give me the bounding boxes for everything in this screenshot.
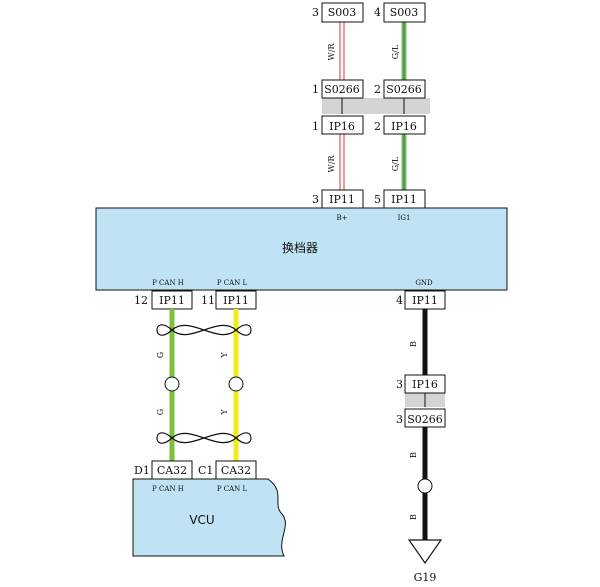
connector-ip11-11: 11 IP11 <box>201 290 257 310</box>
shifter-title: 换档器 <box>282 241 318 255</box>
wire-label-g: G <box>156 409 165 415</box>
vcu-title: VCU <box>189 513 214 527</box>
connector-name: IP11 <box>223 294 249 307</box>
connector-name: S003 <box>390 6 419 19</box>
pin-label-ig1: IG1 <box>398 214 411 222</box>
connector-ca32-c1: C1 CA32 <box>198 460 257 480</box>
splice-band <box>322 98 430 114</box>
connector-ip16-2: 2 IP16 <box>374 115 426 135</box>
pin-label-p-can-h: P CAN H <box>152 485 184 493</box>
twisted-pair-marker <box>156 324 252 336</box>
wire-label-w-r: W/R <box>327 43 336 61</box>
connector-s003-3: 3 S003 <box>312 2 364 23</box>
connector-s003-4: 4 S003 <box>374 2 426 23</box>
connector-ca32-d1: D1 CA32 <box>134 460 193 480</box>
connector-name: IP11 <box>391 193 417 206</box>
connector-name: S003 <box>328 6 357 19</box>
pin-label-p-can-l: P CAN L <box>217 279 248 287</box>
pin-number: 12 <box>134 294 148 307</box>
connector-name: CA32 <box>157 464 187 477</box>
pin-number: C1 <box>198 464 213 477</box>
connector-name: IP16 <box>412 378 438 391</box>
pin-label-b-plus: B+ <box>336 214 347 222</box>
wire-label-g-l: G/L <box>391 156 400 171</box>
pin-number: 2 <box>374 83 381 96</box>
connector-name: IP16 <box>391 120 417 133</box>
pin-number: 3 <box>312 193 319 206</box>
wire-label-g: G <box>156 352 165 358</box>
wire-label-w-r: W/R <box>327 155 336 173</box>
connector-s0266-1: 1 S0266 <box>312 79 364 99</box>
connector-ip16-1: 1 IP16 <box>312 115 364 135</box>
connector-ip11-5: 5 IP11 <box>374 189 426 209</box>
pin-number: 1 <box>312 83 319 96</box>
wire-label-y: Y <box>220 352 229 359</box>
connector-name: IP16 <box>329 120 355 133</box>
inline-connector <box>417 478 433 494</box>
connector-ip11-12: 12 IP11 <box>134 290 193 310</box>
pin-number: 2 <box>374 120 381 133</box>
connector-name: IP11 <box>412 294 438 307</box>
pin-number: 3 <box>396 413 403 426</box>
wire-label-b: B <box>409 514 418 520</box>
wire-w-r-lower <box>339 134 345 190</box>
connector-s0266-2: 2 S0266 <box>374 79 426 99</box>
pin-number: 3 <box>312 6 319 19</box>
ground-icon <box>407 539 443 565</box>
connector-name: S0266 <box>324 83 360 96</box>
twisted-pair-marker <box>156 432 252 444</box>
pin-number: 3 <box>396 378 403 391</box>
connector-name: CA32 <box>221 464 251 477</box>
pin-label-p-can-h: P CAN H <box>152 279 184 287</box>
connector-name: IP11 <box>159 294 185 307</box>
wire-label-y: Y <box>220 409 229 416</box>
connector-name: S0266 <box>407 413 443 426</box>
pin-number: 11 <box>201 294 215 307</box>
wire-w-r-upper <box>339 22 345 80</box>
pin-label-gnd: GND <box>415 279 433 287</box>
connector-s0266-3: 3 S0266 <box>396 408 446 428</box>
connector-ip11-3: 3 IP11 <box>312 189 364 209</box>
wire-label-b: B <box>409 452 418 458</box>
pin-number: 4 <box>374 6 381 19</box>
pin-number: D1 <box>134 464 150 477</box>
connector-name: IP11 <box>329 193 355 206</box>
pin-label-p-can-l: P CAN L <box>217 485 248 493</box>
pin-number: 5 <box>374 193 381 206</box>
wire-label-b: B <box>409 341 418 347</box>
pin-number: 4 <box>396 294 403 307</box>
connector-ip11-4: 4 IP11 <box>396 290 446 310</box>
ground-label: G19 <box>414 571 437 584</box>
connector-name: S0266 <box>386 83 422 96</box>
connector-ip16-3: 3 IP16 <box>396 374 446 394</box>
pin-number: 1 <box>312 120 319 133</box>
inline-connector <box>164 376 180 392</box>
vcu-module <box>132 478 286 557</box>
wire-label-g-l: G/L <box>391 44 400 59</box>
shifter-module <box>95 207 508 291</box>
inline-connector <box>228 376 244 392</box>
